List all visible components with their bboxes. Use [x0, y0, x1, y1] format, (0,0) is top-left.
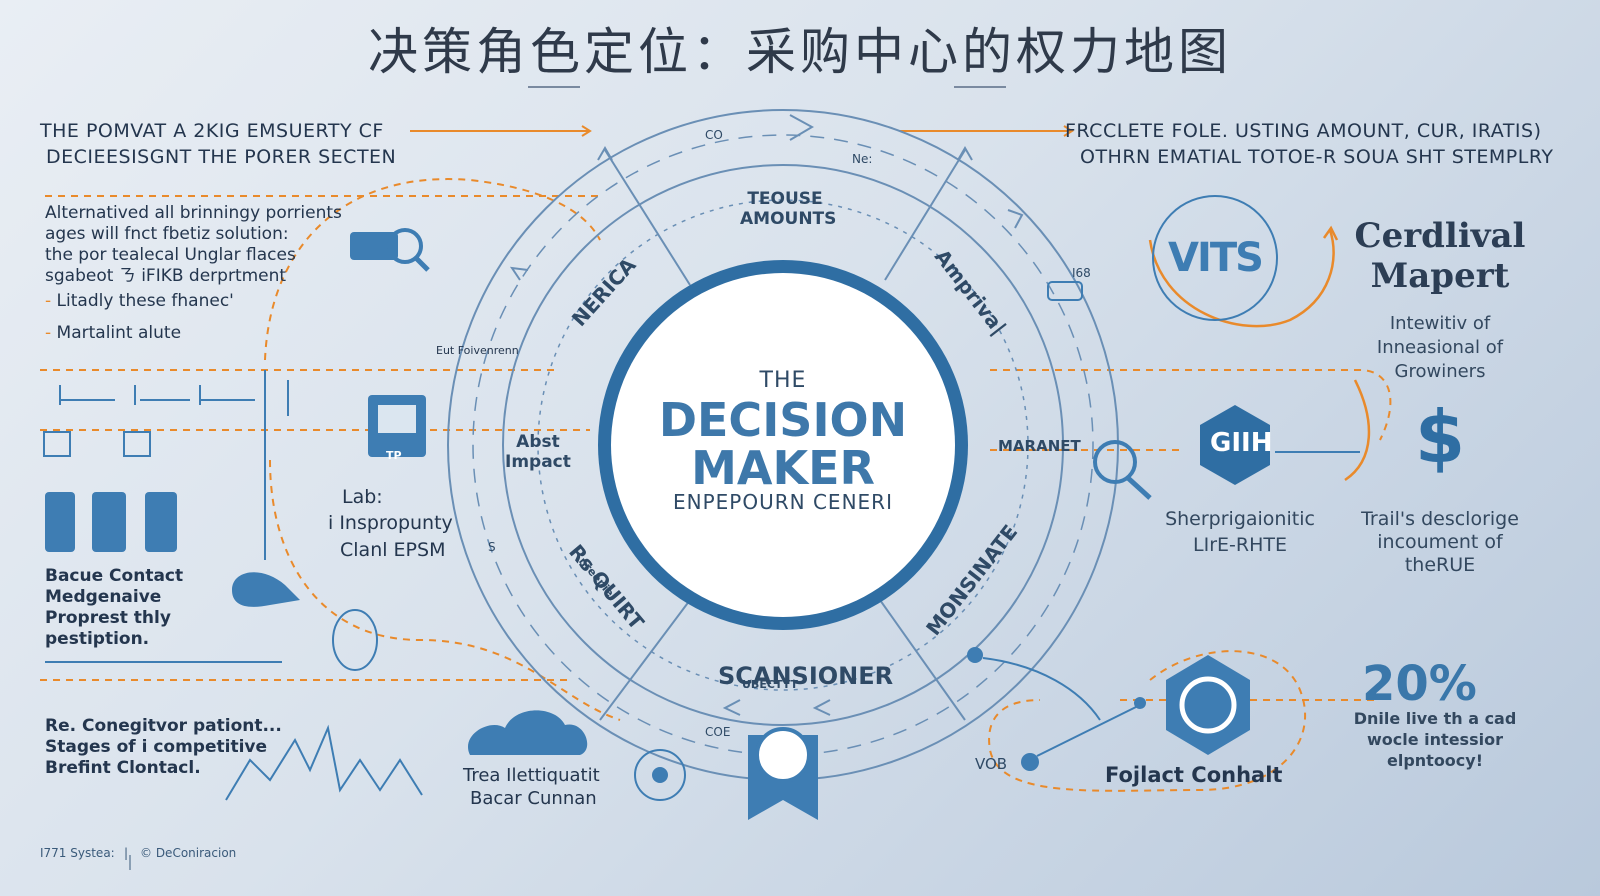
left-contact-1: Bacue Contact — [45, 566, 184, 586]
left-intro-4: sgabeot ㄋ iFIKB derprtment — [45, 266, 287, 286]
percent-value: 20% — [1362, 656, 1477, 712]
center-the: THE — [759, 368, 807, 393]
strategy-1: Sherprigaionitic — [1165, 508, 1315, 530]
percent-desc-3: elpntoocy! — [1386, 751, 1484, 770]
footer-right: © DeConiracion — [140, 846, 237, 860]
footer-left: I771 Systea: — [40, 846, 115, 860]
trail-1: Trail's desclorige — [1361, 508, 1519, 530]
footer-separator: | — [124, 846, 129, 860]
right-header-line1: FRCCLETE FOLE. USTING AMOUNT, CUR, IRATI… — [1065, 120, 1542, 142]
center-line2: MAKER — [691, 441, 875, 495]
ring-label-bottom: SCANSIONER — [718, 662, 894, 690]
ring-small-168: I68 — [1072, 266, 1091, 280]
left-bullet-2: - Martalint alute — [45, 323, 182, 343]
cardinal-sub-1: Intewitiv of — [1389, 313, 1491, 334]
vob-label: VOB — [975, 755, 1008, 773]
vitals-logo: VITS — [1168, 235, 1264, 281]
left-intro-3: the por tealecal Unglar flaces — [45, 245, 296, 265]
page-title: 决策角色定位：采购中心的权力地图 — [368, 23, 1232, 81]
cardinal-title-2: Mapert — [1370, 256, 1510, 296]
dollar-icon: $ — [1415, 395, 1466, 479]
lab-title: Lab: — [342, 486, 383, 508]
center-line1: DECISION — [658, 393, 908, 447]
small-label: Eut Foivenrenn — [436, 344, 519, 357]
cloud-caption-1: Trea Ilettiquatit — [463, 765, 600, 786]
device-label: TP — [386, 449, 402, 462]
right-header-line2: OTHRN EMATIAL TOTOE-R SOUA SHT STEMPLRY — [1080, 146, 1554, 168]
cardinal-sub-2: Inneasional of — [1376, 337, 1504, 358]
ring-label-maranet: MARANET — [998, 437, 1081, 455]
left-bullet-1: - Litadly these fhanec' — [45, 291, 234, 311]
cardinal-title-1: Cerdlival — [1354, 216, 1526, 256]
lab-line-1: i Inspropunty — [328, 512, 453, 534]
title-underline-left — [528, 86, 580, 88]
ring-small-coe: COE — [705, 725, 731, 739]
right-contact: Fojlact Conhalt — [1105, 763, 1283, 787]
lab-line-2: Clanl EPSM — [340, 539, 446, 561]
ring-small-co: CO — [705, 128, 723, 142]
stages-2: Stages of i competitive — [45, 737, 268, 757]
left-contact-2: Medgenaive — [45, 587, 162, 607]
cloud-caption-2: Bacar Cunnan — [470, 788, 597, 809]
left-intro-2: ages will fnct fbetiz solution: — [45, 224, 289, 244]
percent-desc-1: Dnile live th a cad — [1353, 709, 1517, 728]
left-header-line1: THE POMVAT A 2KIG EMSUERTY CF — [40, 120, 384, 142]
left-intro-1: Alternatived all brinningy porrients — [45, 203, 342, 223]
left-contact-3: Proprest thly — [45, 608, 171, 628]
hex-icon: GIIH — [1210, 428, 1273, 458]
strategy-2: LIrE-RHTE — [1193, 534, 1287, 556]
left-header-line2: DECIEESISGNT THE PORER SECTEN — [46, 146, 397, 168]
trail-2: incoument of — [1377, 531, 1503, 553]
ring-small-s: S — [488, 540, 496, 554]
title-underline-right — [954, 86, 1006, 88]
ring-small-ne: Ne: — [852, 152, 873, 166]
stages-1: Re. Conegitvor pationt... — [45, 716, 282, 736]
stages-3: Brefint Clontacl. — [45, 758, 201, 778]
ring-label-bottom-small: UBECTTT — [742, 678, 798, 691]
trail-3: theRUE — [1404, 554, 1476, 576]
percent-desc-2: wocle intessior — [1367, 730, 1503, 749]
center-sub: ENPEPOURN CENERI — [673, 490, 893, 514]
cardinal-sub-3: Growiners — [1394, 361, 1486, 382]
left-contact-4: pestiption. — [45, 629, 150, 649]
